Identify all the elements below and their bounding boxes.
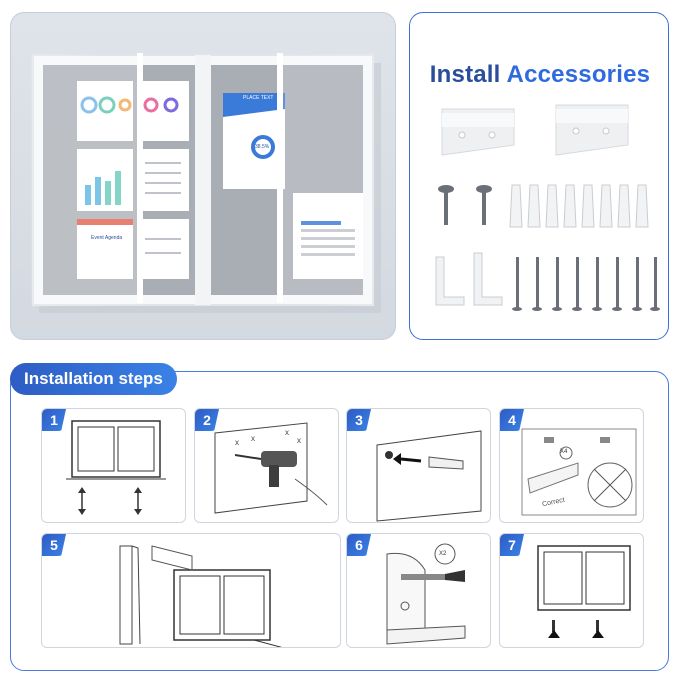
accessories-title-part1: Install xyxy=(429,61,501,88)
step-6-illustration xyxy=(386,543,466,645)
step-1-illustration xyxy=(66,420,166,515)
step-4-card: 4 X4 Correct xyxy=(499,408,644,523)
step-2-number: 2 xyxy=(195,409,219,431)
installation-steps-title: Installation steps xyxy=(10,363,177,395)
svg-text:x: x xyxy=(251,434,255,443)
wall-anchors xyxy=(509,184,649,228)
step-5-card: 5 xyxy=(41,533,341,648)
step-7-card: 7 xyxy=(499,533,644,648)
step-4-badge: X4 xyxy=(560,449,568,455)
step-4-number: 4 xyxy=(500,409,524,431)
product-photo: PLACE TEXT 38.5% Event Agenda xyxy=(10,12,396,340)
card-title: Event Agenda xyxy=(91,235,123,241)
long-screws xyxy=(512,257,660,311)
accessories-illustration xyxy=(435,104,660,311)
step-3-illustration xyxy=(376,430,482,522)
accessories-title: Install Accessories xyxy=(410,61,668,89)
step-5-number: 5 xyxy=(42,534,66,556)
svg-text:x: x xyxy=(297,436,301,445)
step-1-number: 1 xyxy=(42,409,66,431)
l-brackets xyxy=(435,252,503,306)
step-3-card: 3 xyxy=(346,408,491,523)
accessories-panel: Install Accessories xyxy=(409,12,669,340)
poster-header: PLACE TEXT xyxy=(243,95,274,101)
mounting-bracket-left xyxy=(441,108,515,156)
step-7-number: 7 xyxy=(500,534,524,556)
poster-percent: 38.5% xyxy=(255,144,270,150)
step-3-number: 3 xyxy=(347,409,371,431)
step-6-badge: X2 xyxy=(439,551,447,557)
bulletin-board-illustration xyxy=(31,53,381,313)
mounting-bracket-right xyxy=(555,104,629,156)
step-2-illustration: x x x x xyxy=(214,422,328,514)
step-7-illustration xyxy=(537,545,631,638)
step-5-illustration xyxy=(119,545,283,647)
step-6-number: 6 xyxy=(347,534,371,556)
svg-text:x: x xyxy=(285,428,289,437)
step-2-card: 2 x x x x xyxy=(194,408,339,523)
svg-text:x: x xyxy=(235,438,239,447)
accessories-title-part2: Accessories xyxy=(506,61,651,88)
short-screws xyxy=(438,185,492,225)
step-1-card: 1 xyxy=(41,408,186,523)
step-4-illustration xyxy=(521,428,637,516)
step-6-card: 6 X2 xyxy=(346,533,491,648)
